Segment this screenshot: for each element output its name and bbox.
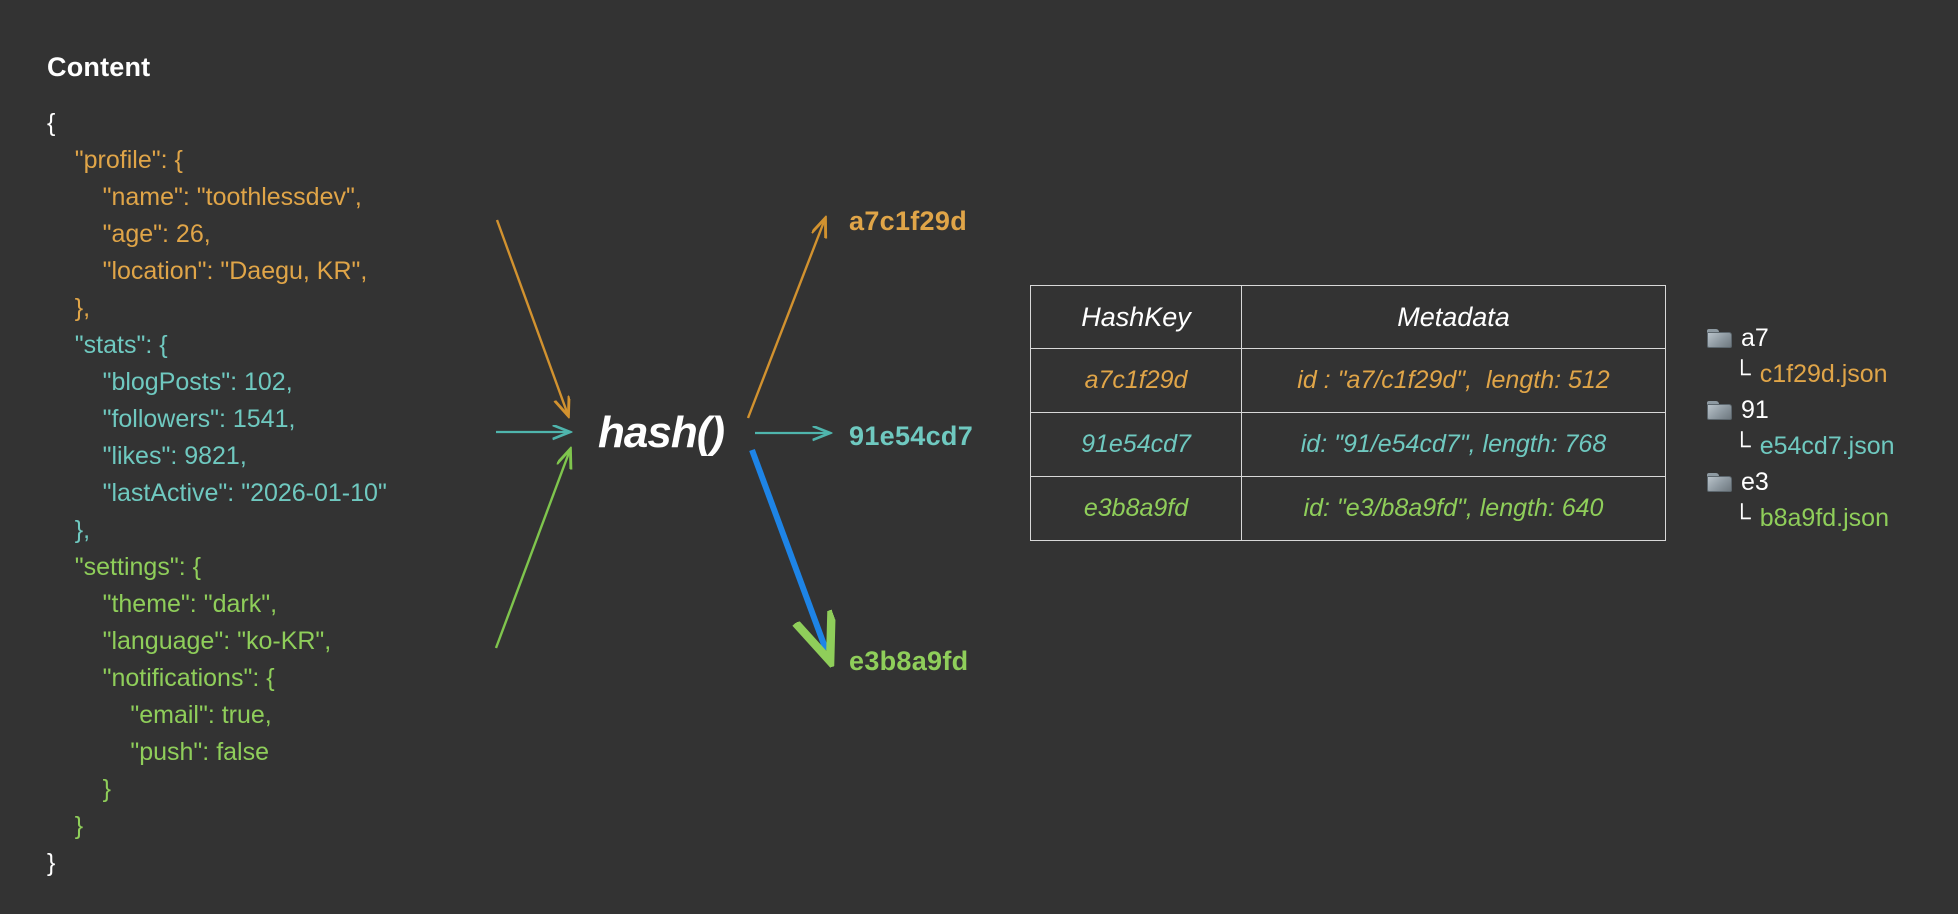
json-line: "age": 26, bbox=[47, 220, 211, 248]
tree-file-label: b8a9fd.json bbox=[1759, 504, 1889, 532]
json-line: } bbox=[47, 849, 56, 877]
cell-metadata: id: "e3/b8a9fd", length: 640 bbox=[1241, 476, 1666, 541]
tree-file-label: e54cd7.json bbox=[1759, 432, 1895, 460]
tree-folder-label: 91 bbox=[1741, 396, 1769, 424]
json-line: "notifications": { bbox=[47, 664, 275, 692]
json-line: "language": "ko-KR", bbox=[47, 627, 332, 655]
tree-folder-node[interactable]: a7 bbox=[1707, 320, 1895, 356]
arrow-hash-to-e3b8a9fd bbox=[749, 448, 826, 650]
json-line: }, bbox=[47, 516, 91, 544]
arrow-hash-to-a7c1f29d bbox=[746, 219, 825, 419]
folder-icon bbox=[1707, 400, 1732, 420]
column-header-metadata: Metadata bbox=[1241, 285, 1666, 349]
tree-branch-icon: └ bbox=[1733, 504, 1751, 532]
json-line: { bbox=[47, 109, 56, 137]
folder-icon bbox=[1707, 472, 1732, 492]
hash-output-a7c1f29d: a7c1f29d bbox=[849, 206, 967, 236]
json-line: "stats": { bbox=[47, 331, 168, 359]
tree-folder-node[interactable]: 91 bbox=[1707, 392, 1895, 428]
table-header-row: HashKey Metadata bbox=[1030, 285, 1666, 349]
content-panel: Content { "profile": { "name": "toothles… bbox=[47, 52, 607, 882]
cell-metadata: id: "91/e54cd7", length: 768 bbox=[1241, 412, 1666, 477]
json-line: "settings": { bbox=[47, 553, 201, 581]
json-line: } bbox=[47, 775, 111, 803]
hash-function-label: hash() bbox=[598, 408, 725, 457]
tree-branch-icon: └ bbox=[1733, 360, 1751, 388]
hash-output-91e54cd7: 91e54cd7 bbox=[849, 421, 974, 451]
page-title: Content bbox=[47, 52, 151, 82]
tree-file-node[interactable]: └ c1f29d.json bbox=[1707, 356, 1895, 392]
json-line: "email": true, bbox=[47, 701, 272, 729]
cell-hashkey: e3b8a9fd bbox=[1030, 476, 1242, 541]
tree-branch-icon: └ bbox=[1733, 432, 1751, 460]
json-line: "profile": { bbox=[47, 146, 183, 174]
json-line: "likes": 9821, bbox=[47, 442, 247, 470]
folder-tree: a7 └ c1f29d.json 91 └ e54cd7.json e3 └ b8a9fd.js… bbox=[1707, 320, 1895, 536]
tree-file-node[interactable]: └ e54cd7.json bbox=[1707, 428, 1895, 464]
tree-file-node[interactable]: └ b8a9fd.json bbox=[1707, 500, 1895, 536]
json-line: "lastActive": "2026-01-10" bbox=[47, 479, 387, 507]
cell-metadata: id : "a7/c1f29d", length: 512 bbox=[1241, 348, 1666, 413]
json-line: "push": false bbox=[47, 738, 270, 766]
json-line: }, bbox=[47, 294, 91, 322]
json-line: "name": "toothlessdev", bbox=[47, 183, 362, 211]
json-line: "blogPosts": 102, bbox=[47, 368, 293, 396]
json-content-block: { "profile": { "name": "toothlessdev", "… bbox=[47, 105, 607, 882]
cell-hashkey: a7c1f29d bbox=[1030, 348, 1242, 413]
tree-folder-label: e3 bbox=[1741, 468, 1769, 496]
hash-output-e3b8a9fd: e3b8a9fd bbox=[849, 646, 969, 676]
tree-file-label: c1f29d.json bbox=[1759, 360, 1888, 388]
json-line: } bbox=[47, 812, 84, 840]
cell-hashkey: 91e54cd7 bbox=[1030, 412, 1242, 477]
json-line: "theme": "dark", bbox=[47, 590, 278, 618]
column-header-hashkey: HashKey bbox=[1030, 285, 1242, 349]
folder-icon bbox=[1707, 328, 1732, 348]
tree-folder-label: a7 bbox=[1741, 324, 1769, 352]
json-line: "followers": 1541, bbox=[47, 405, 296, 433]
tree-folder-node[interactable]: e3 bbox=[1707, 464, 1895, 500]
json-line: "location": "Daegu, KR", bbox=[47, 257, 368, 285]
